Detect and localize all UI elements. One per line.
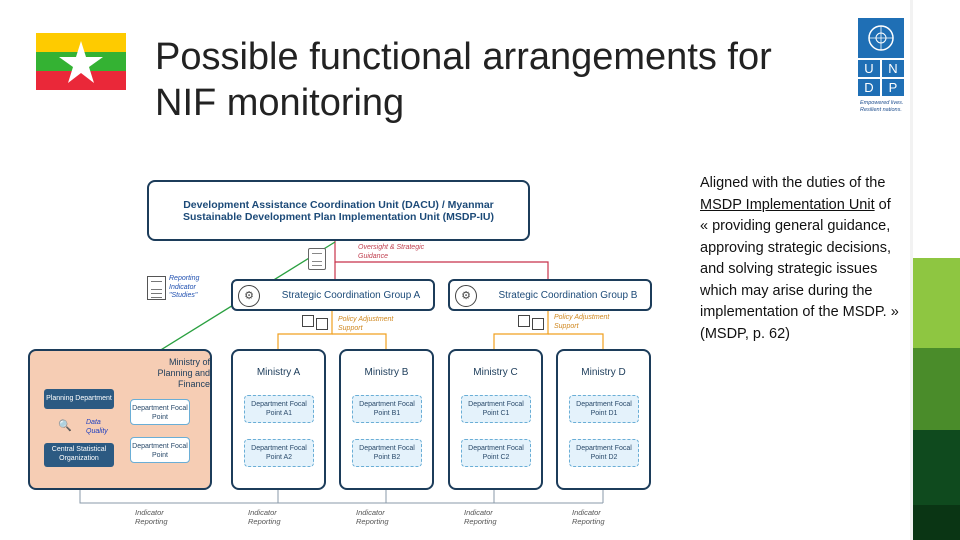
focal-point-d1: Department Focal Point D1 [569, 395, 639, 423]
stripe-mid-green [913, 348, 960, 430]
focal-point-b2: Department Focal Point B2 [352, 439, 422, 467]
myanmar-flag [36, 33, 126, 90]
indicator-reporting-label: Indicator Reporting [135, 508, 168, 526]
undp-logo: U N D P Empowered lives. Resilient natio… [858, 18, 904, 114]
msdp-link[interactable]: MSDP Implementation Unit [700, 196, 875, 213]
strategic-group-b-box: ⚙ Strategic Coordination Group B [448, 279, 652, 311]
reporting-note: Reporting Indicator "Studies" [169, 275, 200, 299]
mopf-box: Ministry of Planning and Finance Plannin… [28, 349, 212, 490]
policy-a-icon-2 [316, 318, 328, 330]
ministry-c-label: Ministry C [473, 367, 518, 378]
side-text-part-1: Aligned with the duties of the [700, 175, 886, 191]
policy-b-icon [518, 315, 530, 327]
dacu-unit-label: Development Assistance Coordination Unit… [183, 199, 494, 223]
stripe-darker-green [913, 505, 960, 540]
ministry-d-box: Ministry D Department Focal Point D1 Dep… [556, 349, 651, 490]
policy-note-b: Policy Adjustment Support [554, 314, 610, 330]
logo-tagline-2: Resilient nations. [860, 107, 902, 113]
stripe-white-top [913, 0, 960, 258]
logo-letter-p: P [889, 80, 898, 95]
diagram-connectors [79, 241, 604, 504]
group-a-label: Strategic Coordination Group A [281, 290, 421, 301]
stripe-separator [910, 0, 913, 540]
focal-point-b1: Department Focal Point B1 [352, 395, 422, 423]
ministry-c-box: Ministry C Department Focal Point C1 Dep… [448, 349, 543, 490]
cso-box: Central Statistical Organization [44, 443, 114, 467]
side-text-part-2: of « providing general guidance, approvi… [700, 196, 899, 342]
page-title: Possible functional arrangements for NIF… [155, 36, 772, 124]
planning-department-box: Planning Department [44, 389, 114, 409]
indicator-reporting-label: Indicator Reporting [356, 508, 389, 526]
ministry-a-label: Ministry A [256, 367, 301, 378]
policy-note-a: Policy Adjustment Support [338, 316, 394, 332]
indicator-reporting-label: Indicator Reporting [248, 508, 281, 526]
group-b-label: Strategic Coordination Group B [498, 290, 638, 301]
ministry-b-box: Ministry B Department Focal Point B1 Dep… [339, 349, 434, 490]
focal-point-c1: Department Focal Point C1 [461, 395, 531, 423]
policy-b-icon-2 [532, 318, 544, 330]
logo-letter-u: U [864, 61, 873, 76]
group-a-icon: ⚙ [238, 285, 260, 307]
undp-logo-icon: U N D P Empowered lives. Resilient natio… [858, 18, 904, 113]
strategic-group-a-box: ⚙ Strategic Coordination Group A [231, 279, 435, 311]
magnifier-icon: 🔍 [58, 420, 72, 432]
mopf-focal-point-1: Department Focal Point [130, 399, 190, 425]
document-icon [147, 276, 166, 300]
logo-letter-n: N [888, 61, 897, 76]
focal-point-a2: Department Focal Point A2 [244, 439, 314, 467]
stripe-dark-green [913, 430, 960, 505]
data-quality-note: Data Quality [86, 419, 108, 435]
ministry-b-label: Ministry B [364, 367, 409, 378]
policy-a-icon [302, 315, 314, 327]
group-b-icon: ⚙ [455, 285, 477, 307]
mopf-title: Ministry of Planning and Finance [157, 357, 210, 389]
focal-point-d2: Department Focal Point D2 [569, 439, 639, 467]
focal-point-a1: Department Focal Point A1 [244, 395, 314, 423]
oversight-note: Oversight & Strategic Guidance [358, 244, 425, 260]
indicator-reporting-label: Indicator Reporting [572, 508, 605, 526]
ministry-d-label: Ministry D [581, 367, 626, 378]
indicator-reporting-label: Indicator Reporting [464, 508, 497, 526]
ministry-a-box: Ministry A Department Focal Point A1 Dep… [231, 349, 326, 490]
logo-tagline-1: Empowered lives. [860, 100, 903, 106]
clipboard-icon [308, 248, 326, 270]
stripe-light-green [913, 258, 960, 348]
side-description: Aligned with the duties of the MSDP Impl… [700, 173, 900, 345]
mopf-focal-point-2: Department Focal Point [130, 437, 190, 463]
flag-icon [36, 33, 126, 90]
dacu-unit-box: Development Assistance Coordination Unit… [147, 180, 530, 241]
focal-point-c2: Department Focal Point C2 [461, 439, 531, 467]
logo-letter-d: D [864, 80, 873, 95]
